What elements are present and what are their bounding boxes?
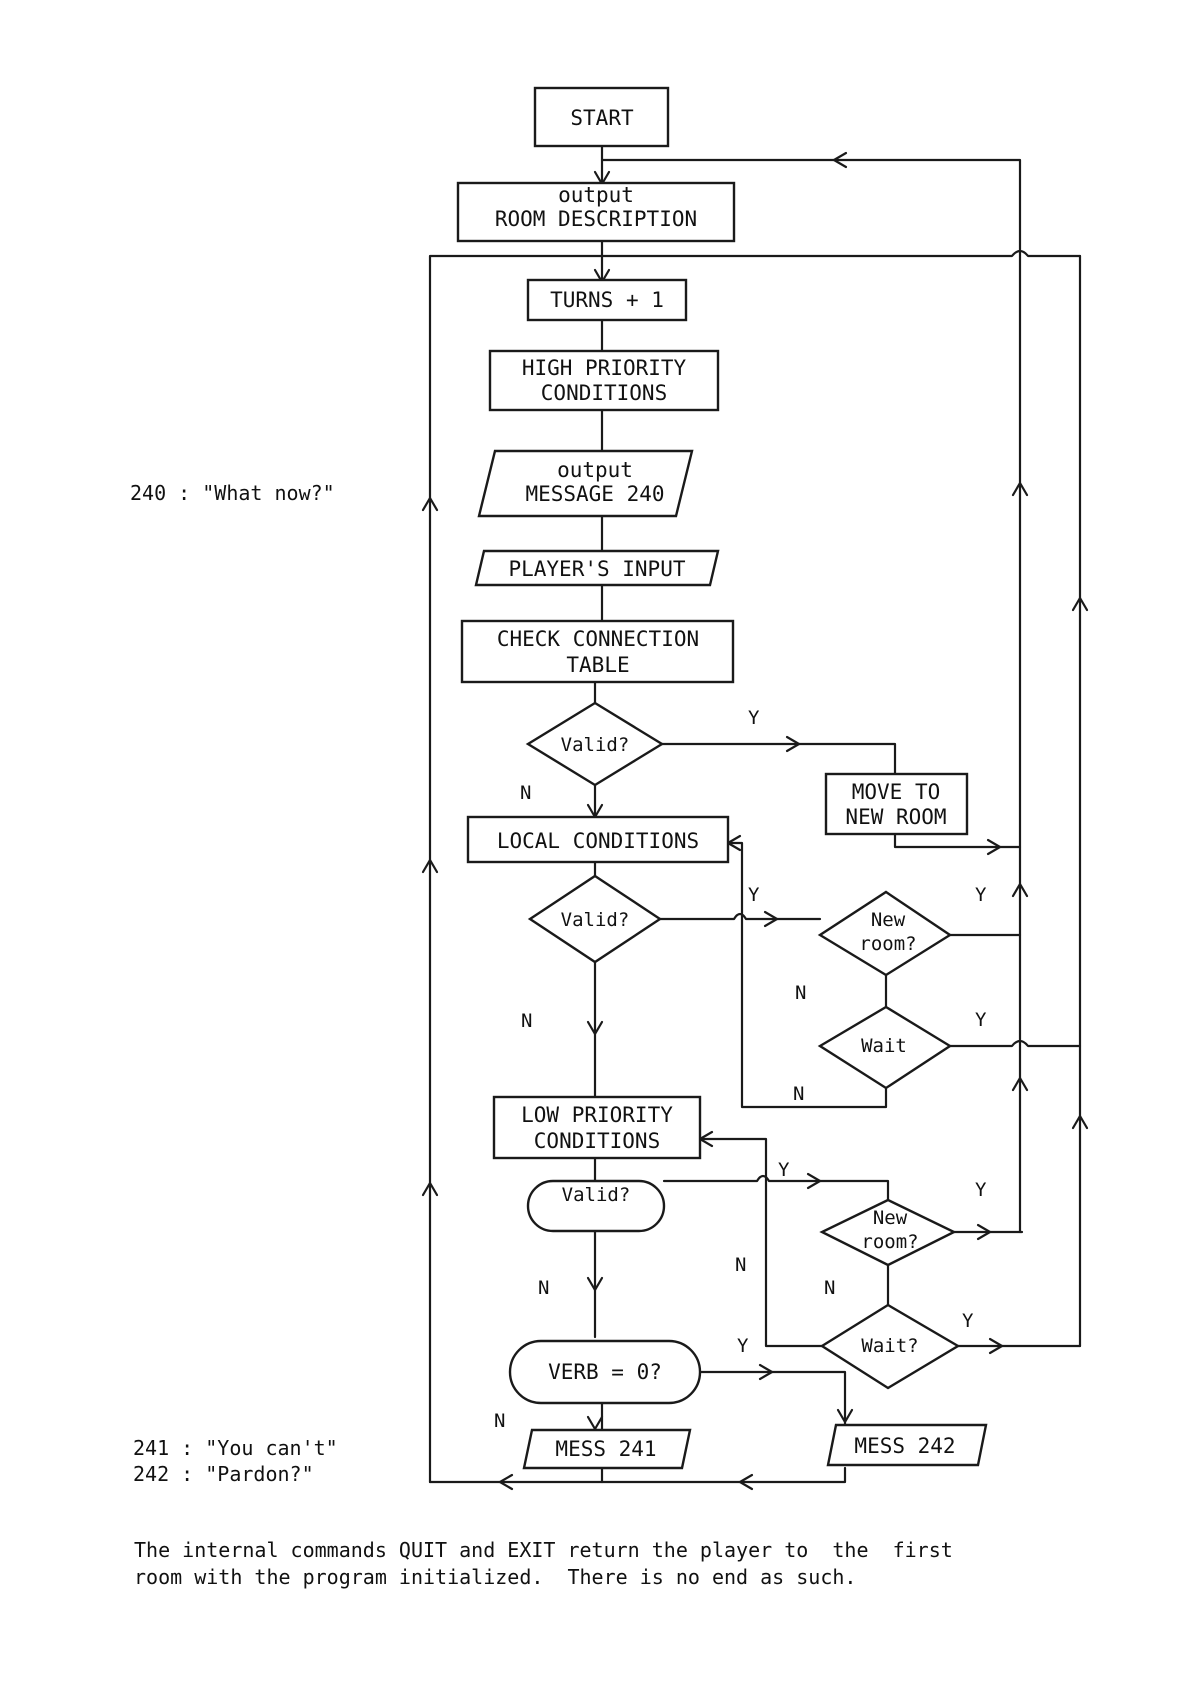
footnote: The internal commands QUIT and EXIT retu… [134,1538,953,1589]
no-label: N [538,1277,549,1299]
node-message-240-line-2: MESSAGE 240 [525,482,664,506]
node-player-input-label: PLAYER'S INPUT [508,557,685,581]
node-mess-242-label: MESS 242 [854,1434,955,1458]
node-low-priority-line-2: CONDITIONS [534,1129,660,1153]
yes-label: Y [748,884,760,906]
branch-labels: Y N Y Y N N Y N Y Y N N N Y Y N [494,707,987,1432]
node-turns-label: TURNS + 1 [550,288,664,312]
footnote-line-1: The internal commands QUIT and EXIT retu… [134,1538,953,1562]
no-label: N [521,1010,532,1032]
node-new-room-2-line-1: New [873,1207,908,1229]
node-check-connection: CHECK CONNECTION TABLE [460,619,735,684]
node-check-connection-line-1: CHECK CONNECTION [497,627,699,651]
node-low-priority-line-1: LOW PRIORITY [521,1103,673,1127]
node-verb-zero-label: VERB = 0? [548,1360,662,1384]
node-turns: TURNS + 1 [526,278,688,322]
message-240-text: 240 : "What now?" [130,481,335,505]
node-move-to-new-room-line-2: NEW ROOM [845,805,946,829]
yes-label: Y [748,707,760,729]
connector-lines [428,144,1082,1484]
yes-label: Y [962,1310,974,1332]
node-room-description-line-1: output [558,183,634,207]
no-label: N [795,982,806,1004]
node-player-input: PLAYER'S INPUT [474,549,720,587]
node-local-conditions-label: LOCAL CONDITIONS [497,829,699,853]
node-new-room-1-line-1: New [871,909,906,931]
node-room-description-line-2: ROOM DESCRIPTION [495,207,697,231]
node-start-label: START [570,106,634,130]
node-new-room-2-line-2: room? [861,1231,918,1253]
node-mess-242: MESS 242 [826,1423,988,1467]
node-start: START [533,86,670,148]
node-check-connection-line-2: TABLE [566,653,629,677]
node-high-priority-line-2: CONDITIONS [541,381,667,405]
node-room-description: output ROOM DESCRIPTION [456,181,736,243]
yes-label: Y [778,1159,790,1181]
yes-label: Y [737,1335,749,1357]
node-mess-241-label: MESS 241 [555,1437,656,1461]
node-valid-1: Valid? [525,701,665,787]
message-legend: 240 : "What now?" 241 : "You can't" 242 … [130,481,338,1486]
no-label: N [494,1410,505,1432]
node-message-240: output MESSAGE 240 [477,449,694,518]
node-verb-zero: VERB = 0? [508,1339,702,1405]
message-241-text: 241 : "You can't" [133,1436,338,1460]
node-high-priority: HIGH PRIORITY CONDITIONS [488,349,720,412]
node-valid-2-label: Valid? [561,909,630,931]
node-mess-241: MESS 241 [522,1428,692,1470]
node-local-conditions: LOCAL CONDITIONS [466,815,730,864]
node-move-to-new-room-line-1: MOVE TO [852,780,941,804]
node-high-priority-line-1: HIGH PRIORITY [522,356,687,380]
node-new-room-1: New room? [817,890,953,977]
node-new-room-2: New room? [819,1198,957,1267]
no-label: N [793,1083,804,1105]
no-label: N [824,1277,835,1299]
no-label: N [735,1254,746,1276]
node-wait-1-label: Wait [861,1035,907,1057]
no-label: N [520,782,531,804]
node-wait-2: Wait? [819,1303,961,1390]
message-242-text: 242 : "Pardon?" [133,1462,314,1486]
footnote-line-2: room with the program initialized. There… [134,1565,856,1589]
node-valid-1-label: Valid? [561,734,630,756]
node-valid-2: Valid? [527,874,663,964]
node-valid-3: Valid? [526,1179,666,1233]
node-move-to-new-room: MOVE TO NEW ROOM [824,772,969,836]
yes-label: Y [975,1009,987,1031]
node-low-priority: LOW PRIORITY CONDITIONS [492,1095,702,1160]
node-wait-2-label: Wait? [861,1335,918,1357]
yes-label: Y [975,884,987,906]
node-new-room-1-line-2: room? [859,933,916,955]
yes-label: Y [975,1179,987,1201]
node-message-240-line-1: output [557,458,633,482]
node-wait-1: Wait [817,1005,953,1090]
node-valid-3-label: Valid? [562,1184,631,1206]
